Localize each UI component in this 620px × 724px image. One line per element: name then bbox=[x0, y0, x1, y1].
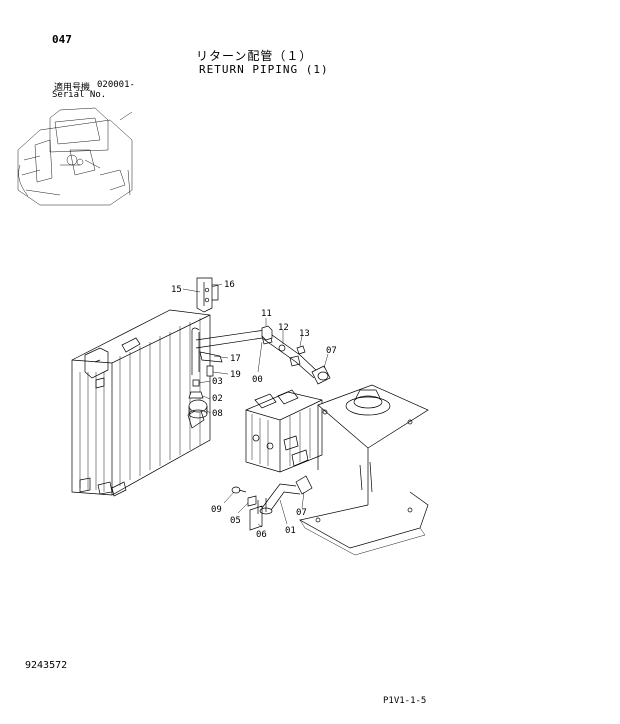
callout-08: 08 bbox=[212, 409, 223, 419]
callout-00: 00 bbox=[252, 375, 263, 385]
bracket bbox=[196, 277, 219, 313]
callout-02: 02 bbox=[212, 394, 223, 404]
title-english: RETURN PIPING (1) bbox=[199, 63, 329, 76]
document-number: 9243572 bbox=[25, 660, 68, 671]
callout-13: 13 bbox=[299, 329, 310, 339]
callout-19: 19 bbox=[230, 370, 241, 380]
machine-thumbnail bbox=[17, 107, 133, 206]
hose-fittings-left bbox=[188, 365, 214, 419]
serial-label-english: Serial No. bbox=[52, 90, 107, 100]
callout-07-upper: 07 bbox=[326, 346, 337, 356]
callout-15: 15 bbox=[171, 285, 182, 295]
radiator bbox=[71, 309, 211, 497]
callout-03: 03 bbox=[212, 377, 223, 387]
upper-return-pipe bbox=[191, 327, 331, 385]
callout-06: 06 bbox=[256, 530, 267, 540]
callout-07-lower: 07 bbox=[296, 508, 307, 518]
hydraulic-tank bbox=[299, 384, 429, 556]
callout-11: 11 bbox=[261, 309, 272, 319]
serial-value: 020001- bbox=[97, 80, 135, 90]
small-parts-top bbox=[261, 325, 306, 355]
lower-return-hose bbox=[231, 475, 313, 531]
title-japanese: リターン配管（１） bbox=[196, 49, 313, 63]
control-valve bbox=[245, 389, 323, 473]
page-code: P1V1-1-5 bbox=[383, 696, 427, 706]
callout-05: 05 bbox=[230, 516, 241, 526]
callout-17: 17 bbox=[230, 354, 241, 364]
callout-12: 12 bbox=[278, 323, 289, 333]
serial-label-japanese: 適用号機 bbox=[54, 83, 91, 93]
callout-09: 09 bbox=[211, 505, 222, 515]
callout-01: 01 bbox=[285, 526, 296, 536]
callout-16: 16 bbox=[224, 280, 235, 290]
callout-labels: 15 16 11 12 13 07 17 19 00 03 02 08 09 0… bbox=[171, 280, 337, 540]
leader-lines bbox=[182, 283, 329, 528]
page-number: 047 bbox=[52, 33, 72, 46]
